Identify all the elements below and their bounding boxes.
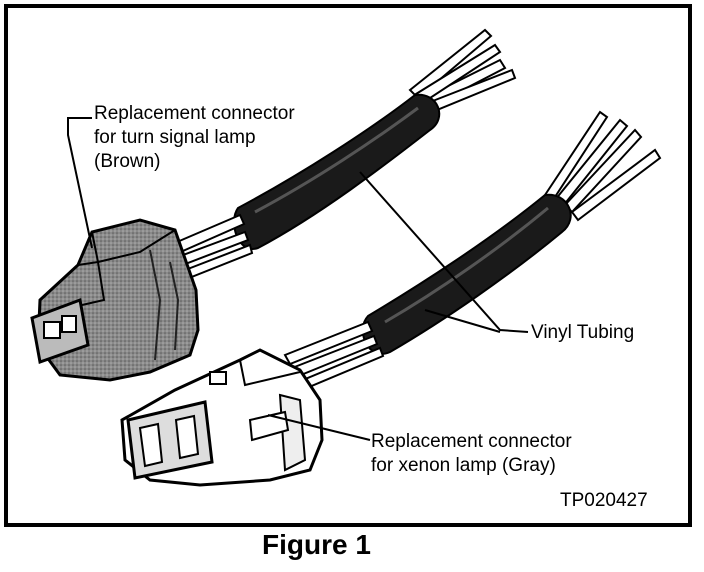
image-reference-id: TP020427 [560, 490, 648, 511]
brown-connector [30, 218, 200, 382]
leader-lines [67, 117, 529, 441]
lower-vinyl-tubing [361, 193, 572, 355]
figure-caption: Figure 1 [262, 529, 371, 560]
turn-signal-connector-label: Replacement connector for turn signal la… [94, 102, 295, 174]
upper-vinyl-tubing [233, 93, 441, 250]
xenon-label-line1: Replacement connector [371, 431, 572, 452]
lower-wires-front [283, 320, 385, 392]
gray-connector [120, 348, 324, 487]
leader-turn-signal [67, 117, 93, 249]
upper-harness [30, 28, 517, 382]
leader-vinyl-upper [359, 171, 529, 333]
lower-wires-rear [543, 110, 662, 222]
lower-harness [120, 110, 662, 487]
turn-signal-label-line3: (Brown) [94, 151, 161, 172]
leader-vinyl-lower [424, 309, 501, 333]
vinyl-tubing-label: Vinyl Tubing [531, 322, 635, 343]
leader-xenon [267, 414, 371, 441]
xenon-label-line2: for xenon lamp (Gray) [371, 455, 556, 476]
turn-signal-label-line1: Replacement connector [94, 103, 295, 124]
turn-signal-label-line2: for turn signal lamp [94, 127, 256, 148]
xenon-connector-label: Replacement connector for xenon lamp (Gr… [371, 430, 572, 478]
